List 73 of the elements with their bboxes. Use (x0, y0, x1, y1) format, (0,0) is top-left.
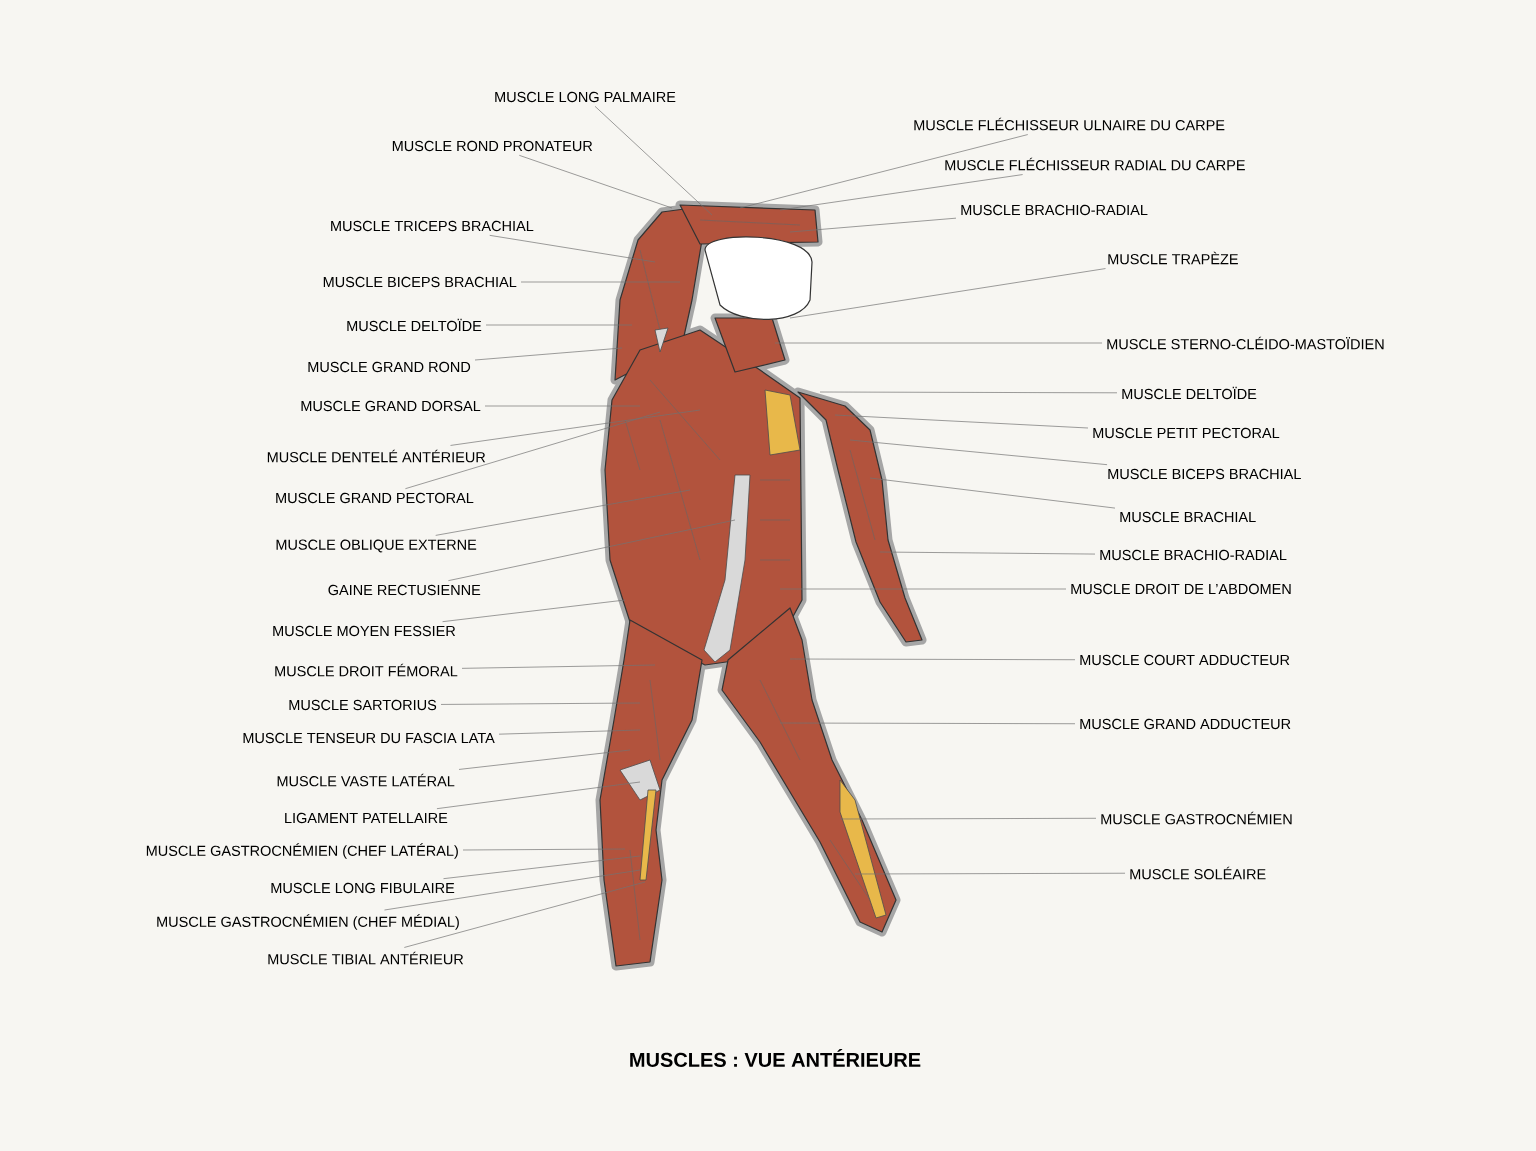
label-text: MUSCLE ROND PRONATEUR (392, 140, 593, 152)
label-text: MUSCLE GASTROCNÉMIEN (1101, 811, 1292, 825)
label-text: MUSCLE TRAPÈZE (1108, 251, 1238, 265)
label-text: MUSCLE LONG PALMAIRE (495, 91, 676, 103)
leader-line (474, 347, 623, 361)
leader-line (518, 155, 673, 209)
label-text: MUSCLE LONG FIBULAIRE (271, 882, 455, 894)
leader-line (779, 174, 1023, 211)
leader-line (403, 881, 646, 948)
label-text: MUSCLE COURT ADDUCTEUR (1080, 654, 1290, 666)
label-text: LIGAMENT PATELLAIRE (285, 812, 448, 824)
leader-line (789, 658, 1076, 661)
label-text: MUSCLE GRAND DORSAL (301, 400, 481, 412)
label-text: MUSCLE OBLIQUE EXTERNE (276, 539, 477, 553)
leader-line (462, 848, 626, 851)
label-text: MUSCLE TENSEUR DU FASCIA LATA (243, 732, 495, 744)
leader-line (436, 781, 641, 810)
label-text: MUSCLE GRAND ROND (308, 361, 471, 373)
leader-line (819, 391, 1118, 394)
label-text: MUSCLE TIBIAL ANTÉRIEUR (268, 951, 464, 965)
leader-line (498, 729, 641, 735)
leader-line (774, 342, 1103, 344)
leader-line (440, 702, 641, 705)
leader-line (520, 281, 681, 283)
label-text: MUSCLE GRAND PECTORAL (276, 492, 474, 504)
leader-line (448, 519, 736, 581)
label-text: MUSCLE SOLÉAIRE (1130, 866, 1266, 880)
leader-line (442, 599, 626, 622)
leader-line (485, 324, 633, 326)
leader-line (869, 477, 1116, 509)
label-text: MUSCLE BICEPS BRACHIAL (323, 276, 517, 288)
label-text: MUSCLE GRAND ADDUCTEUR (1080, 718, 1291, 730)
leader-line (779, 722, 1076, 725)
leader-line (834, 414, 1089, 429)
leader-line (739, 134, 1029, 209)
leader-line (461, 664, 656, 669)
leader-line (789, 268, 1106, 319)
leader-line (450, 409, 701, 446)
title: MUSCLES : VUE ANTÉRIEURE (630, 1049, 921, 1067)
label-text: MUSCLE DELTOÏDE (1122, 386, 1257, 400)
leader-line (789, 217, 957, 233)
label-text: MUSCLE BRACHIO-RADIAL (1100, 549, 1287, 561)
label-text: MUSCLE BRACHIAL (1120, 511, 1256, 523)
label-text: MUSCLE GASTROCNÉMIEN (CHEF MÉDIAL) (157, 914, 459, 930)
leader-line (879, 551, 1096, 555)
label-text: MUSCLE MOYEN FESSIER (273, 625, 456, 637)
leader-line (435, 489, 691, 536)
label-text: MUSCLE VASTE LATÉRAL (277, 773, 455, 787)
leader-line (405, 411, 661, 490)
label-text: MUSCLE DENTELÉ ANTÉRIEUR (267, 449, 486, 463)
leader-line (489, 235, 656, 263)
leader-line (458, 749, 631, 770)
label-text: MUSCLE DROIT FÉMORAL (275, 663, 458, 677)
leader-line (484, 405, 641, 407)
leader-line (384, 869, 641, 911)
label-text: MUSCLE SARTORIUS (289, 699, 437, 711)
leader-line (594, 106, 713, 216)
leader-line (839, 817, 1097, 820)
label-text: MUSCLE FLÉCHISSEUR ULNAIRE DU CARPE (914, 117, 1225, 131)
label-text: MUSCLE TRICEPS BRACHIAL (331, 220, 534, 232)
label-text: MUSCLE GASTROCNÉMIEN (CHEF LATÉRAL) (146, 843, 458, 859)
leader-line (443, 855, 641, 880)
label-text: MUSCLE FLÉCHISSEUR RADIAL DU CARPE (945, 157, 1245, 171)
leader-line (779, 588, 1067, 590)
leader-line (849, 439, 1108, 466)
label-text: MUSCLE STERNO-CLÉIDO-MASTOÏDIEN (1107, 336, 1384, 350)
label-text: MUSCLE DELTOÏDE (347, 318, 482, 332)
label-text: MUSCLE PETIT PECTORAL (1093, 427, 1280, 439)
leader-line (854, 872, 1126, 875)
label-text: MUSCLE BRACHIO-RADIAL (961, 204, 1148, 216)
label-text: GAINE RECTUSIENNE (328, 584, 481, 596)
label-text: MUSCLE BICEPS BRACHIAL (1108, 468, 1301, 480)
label-text: MUSCLE DROIT DE L’ABDOMEN (1071, 583, 1291, 595)
